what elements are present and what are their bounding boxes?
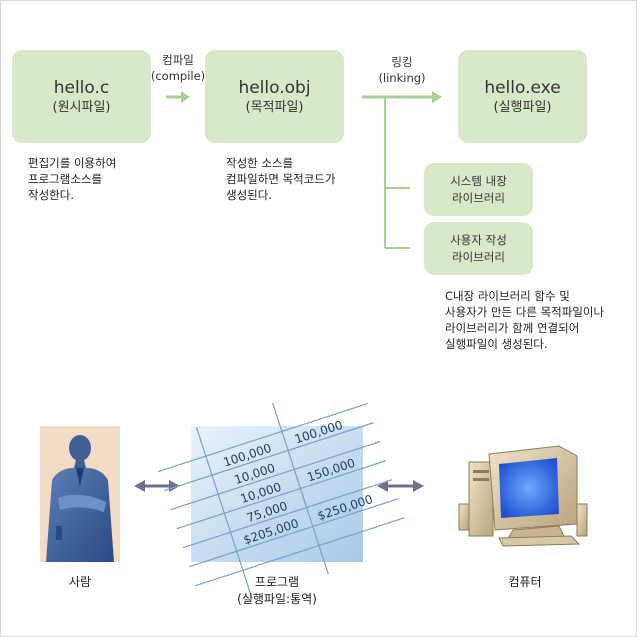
exe-file-box: hello.exe (실행파일) [458, 50, 587, 143]
source-file-name: hello.c [53, 77, 110, 98]
exe-file-name: hello.exe [484, 77, 561, 98]
compile-arrow-head [181, 91, 190, 103]
linker-note-line: 실행파일이 생성된다. [445, 337, 548, 351]
linking-label-korean: 링킹 [391, 55, 413, 69]
compiler-note-line: 생성된다. [226, 188, 272, 202]
object-file-name: hello.obj [238, 77, 311, 98]
user-library-line1: 사용자 작성 [450, 232, 507, 247]
system-library-line1: 시스템 내장 [450, 173, 507, 188]
compile-label-english: (compile) [150, 69, 206, 83]
spreadsheet-graphic: 100,000 10,000 10,000 75,000 $205,000 10… [158, 402, 405, 599]
user-library-line2: 라이브러리 [452, 249, 505, 264]
source-file-box: hello.c (원시파일) [12, 50, 151, 143]
program-caption-line2: (실행파일:통역) [237, 592, 317, 606]
linker-note-line: 사용자가 만든 다른 목적파일이나 [445, 305, 605, 319]
editor-note-line: 작성한다. [28, 188, 74, 202]
linking-label: 링킹 (linking) [370, 54, 434, 86]
compile-label: 컴파일 (compile) [146, 52, 210, 84]
exe-file-type: (실행파일) [493, 99, 552, 115]
linking-arrow-head [432, 91, 442, 103]
person-image [40, 426, 120, 562]
compiler-note-line: 작성한 소스를 [226, 156, 294, 170]
compiler-note-line: 컴파일하면 목적코드가 [226, 172, 336, 186]
program-spreadsheet-image: 100,000 10,000 10,000 75,000 $205,000 10… [158, 402, 405, 599]
computer-graphic [439, 426, 611, 562]
linking-label-english: (linking) [378, 71, 426, 85]
person-silhouette [40, 426, 120, 562]
editor-note-line: 프로그램소스를 [28, 172, 103, 186]
computer-caption: 컴퓨터 [508, 575, 542, 589]
editor-note: 편집기를 이용하여 프로그램소스를 작성한다. [28, 155, 116, 203]
editor-note-line: 편집기를 이용하여 [28, 156, 117, 170]
compile-label-korean: 컴파일 [162, 53, 194, 67]
computer-image [439, 426, 611, 562]
linker-note: C내장 라이브러리 함수 및 사용자가 만든 다른 목적파일이나 라이브러리가 … [445, 288, 604, 352]
program-computer-double-arrow [377, 480, 424, 492]
person-program-double-arrow [134, 480, 180, 492]
system-library-line2: 라이브러리 [452, 190, 505, 205]
object-file-box: hello.obj (목적파일) [205, 50, 344, 143]
user-library-box: 사용자 작성 라이브러리 [424, 222, 533, 275]
program-caption-line1: 프로그램 [254, 575, 300, 589]
source-file-type: (원시파일) [52, 99, 111, 115]
program-caption: 프로그램 (실행파일:통역) [200, 574, 354, 608]
system-library-box: 시스템 내장 라이브러리 [424, 163, 533, 216]
object-file-type: (목적파일) [245, 99, 304, 115]
person-caption: 사람 [68, 575, 92, 589]
linker-note-line: 라이브러리가 함께 연결되어 [445, 321, 580, 335]
compiler-note: 작성한 소스를 컴파일하면 목적코드가 생성된다. [226, 155, 335, 203]
linker-note-line: C내장 라이브러리 함수 및 [445, 289, 570, 303]
